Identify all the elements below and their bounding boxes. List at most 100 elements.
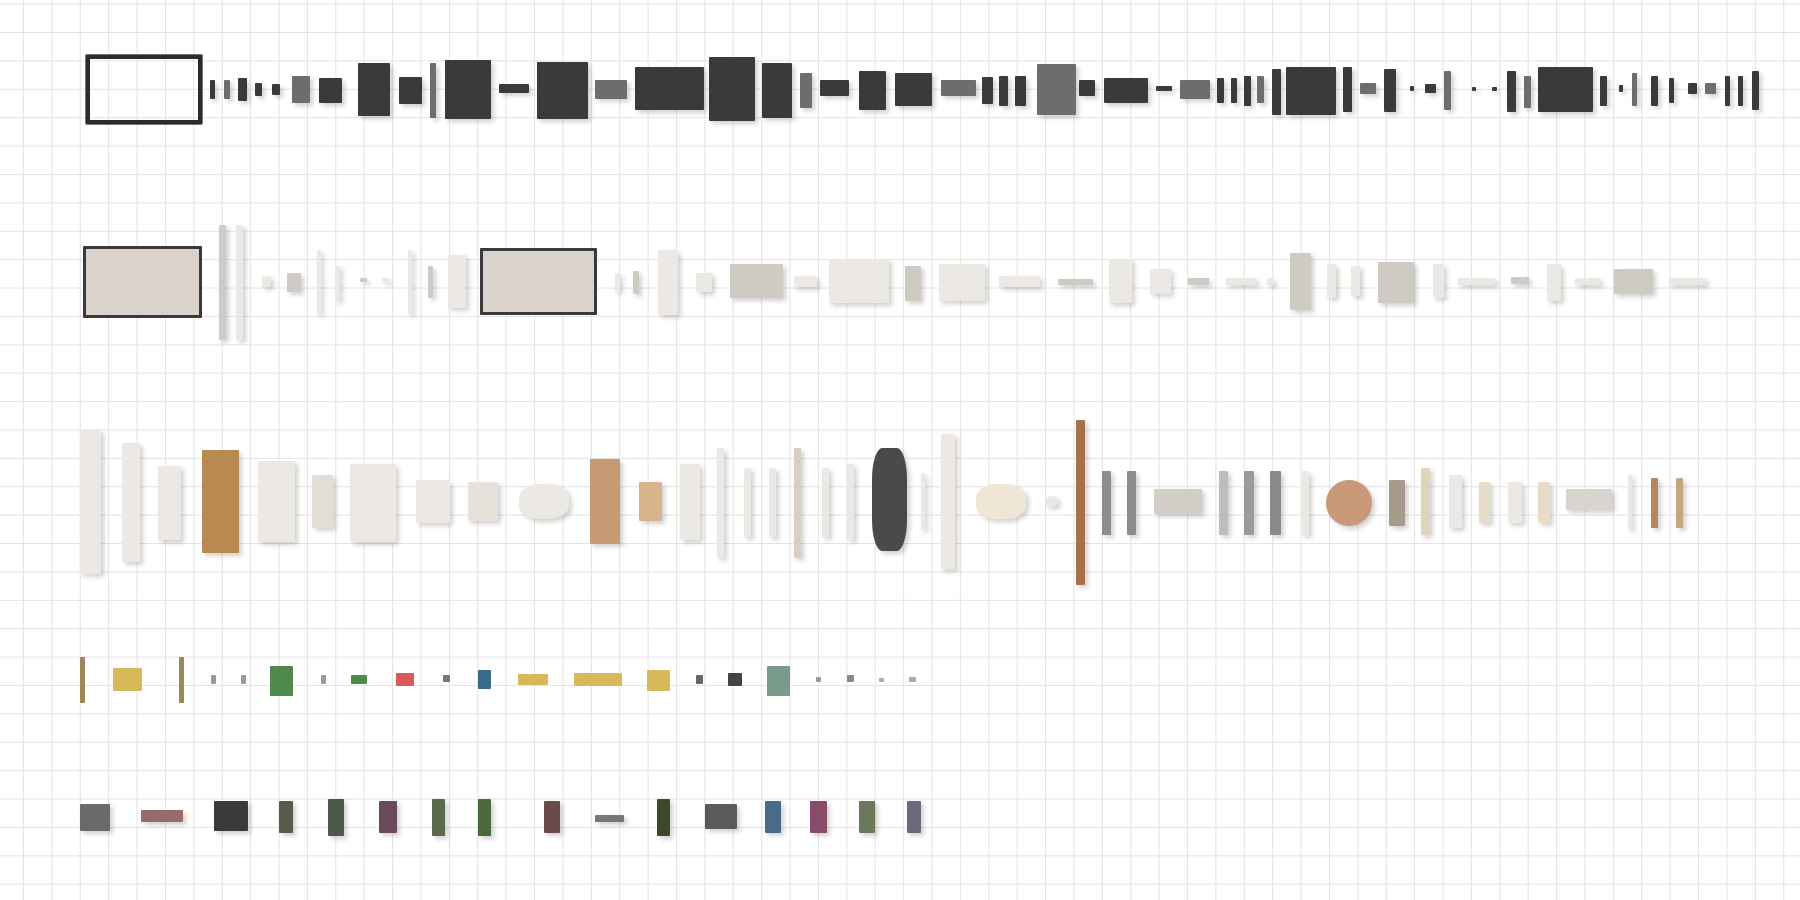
disassembled-part xyxy=(518,484,570,519)
disassembled-part xyxy=(179,656,184,703)
disassembled-part xyxy=(1650,477,1658,529)
disassembled-part xyxy=(407,250,413,315)
disassembled-part xyxy=(998,75,1008,106)
disassembled-part xyxy=(312,475,333,529)
disassembled-part xyxy=(639,482,663,522)
disassembled-part xyxy=(291,75,310,104)
disassembled-part xyxy=(1618,84,1624,92)
disassembled-part xyxy=(1271,68,1282,115)
disassembled-part xyxy=(879,678,884,682)
disassembled-part xyxy=(415,479,450,524)
disassembled-part xyxy=(477,670,492,689)
disassembled-part xyxy=(704,803,737,829)
disassembled-part xyxy=(1614,268,1654,294)
disassembled-part xyxy=(1188,277,1209,285)
disassembled-part xyxy=(517,673,548,686)
disassembled-part xyxy=(1230,78,1238,104)
disassembled-part xyxy=(872,447,907,552)
disassembled-part xyxy=(906,801,921,834)
disassembled-part xyxy=(895,73,933,106)
disassembled-part xyxy=(254,82,262,97)
disassembled-part xyxy=(1014,75,1027,106)
disassembled-part xyxy=(573,672,623,687)
disassembled-part xyxy=(112,668,143,692)
disassembled-part xyxy=(730,264,783,299)
disassembled-part xyxy=(1155,86,1173,91)
disassembled-part xyxy=(656,798,671,836)
disassembled-part xyxy=(86,55,203,124)
disassembled-part xyxy=(679,463,701,540)
disassembled-part xyxy=(1676,477,1683,529)
disassembled-part xyxy=(1575,277,1601,285)
disassembled-part xyxy=(1687,82,1697,95)
disassembled-part xyxy=(211,675,216,685)
disassembled-part xyxy=(479,247,597,315)
disassembled-part xyxy=(847,675,855,682)
disassembled-part xyxy=(80,430,101,574)
disassembled-part xyxy=(1127,470,1137,535)
disassembled-part xyxy=(695,273,712,292)
disassembled-part xyxy=(80,803,111,832)
disassembled-part xyxy=(1244,75,1252,106)
disassembled-part xyxy=(858,801,875,834)
disassembled-part xyxy=(1448,475,1463,529)
disassembled-part xyxy=(941,80,976,97)
disassembled-part xyxy=(431,798,446,836)
disassembled-part xyxy=(594,80,627,99)
disassembled-part xyxy=(1257,75,1264,104)
disassembled-part xyxy=(223,80,230,99)
disassembled-part xyxy=(360,277,368,283)
disassembled-part xyxy=(351,675,368,685)
disassembled-part xyxy=(316,250,322,315)
disassembled-part xyxy=(590,459,620,545)
disassembled-part xyxy=(657,250,679,315)
disassembled-part xyxy=(141,810,183,822)
disassembled-part xyxy=(1290,252,1311,310)
disassembled-part xyxy=(1627,475,1633,531)
disassembled-part xyxy=(237,78,247,101)
disassembled-part xyxy=(1058,278,1093,285)
disassembled-part xyxy=(213,801,248,832)
disassembled-part xyxy=(1432,264,1445,299)
disassembled-part xyxy=(810,801,827,834)
disassembled-part xyxy=(499,83,530,93)
disassembled-part xyxy=(766,665,790,696)
disassembled-part xyxy=(1725,75,1730,106)
disassembled-part xyxy=(828,259,889,304)
disassembled-part xyxy=(1409,86,1415,91)
disassembled-part xyxy=(941,433,956,570)
disassembled-part xyxy=(241,675,246,685)
disassembled-part xyxy=(695,675,703,685)
disassembled-part xyxy=(1036,64,1076,115)
disassembled-part xyxy=(1457,277,1495,285)
disassembled-part xyxy=(709,57,756,121)
disassembled-part xyxy=(544,801,561,834)
disassembled-part xyxy=(335,266,340,301)
disassembled-part xyxy=(428,266,433,299)
disassembled-part xyxy=(286,273,301,292)
disassembled-part xyxy=(1669,277,1706,285)
disassembled-part xyxy=(1180,80,1210,99)
disassembled-part xyxy=(762,63,793,119)
disassembled-part xyxy=(1325,479,1372,526)
disassembled-part xyxy=(82,245,203,318)
disassembled-part xyxy=(1150,268,1171,294)
disassembled-part xyxy=(1377,261,1415,304)
disassembled-part xyxy=(328,798,345,836)
disassembled-part xyxy=(1269,470,1282,535)
disassembled-part xyxy=(1538,482,1550,524)
disassembled-part xyxy=(219,225,227,340)
disassembled-part xyxy=(1108,259,1132,304)
disassembled-part xyxy=(1632,73,1637,106)
disassembled-part xyxy=(1507,71,1517,113)
disassembled-part xyxy=(1389,479,1406,526)
disassembled-part xyxy=(1219,470,1229,535)
disassembled-part xyxy=(1079,80,1096,97)
disassembled-part xyxy=(1216,78,1224,104)
disassembled-part xyxy=(1547,264,1562,301)
disassembled-part xyxy=(1738,75,1743,106)
disassembled-part xyxy=(632,270,640,294)
disassembled-part xyxy=(272,83,281,96)
disassembled-part xyxy=(1650,75,1658,106)
disassembled-part xyxy=(1244,470,1254,535)
